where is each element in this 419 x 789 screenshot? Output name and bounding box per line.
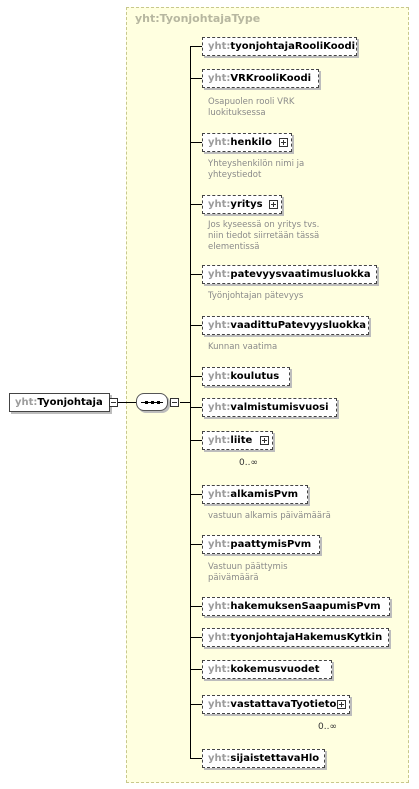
root-element-tyonjohtaja[interactable]: yht:Tyonjohtaja [9,393,110,412]
element-name: tyonjohtajaRooliKoodi [230,41,356,52]
element-tyonjohtajaRooliKoodi[interactable]: yht:tyonjohtajaRooliKoodi [202,37,357,56]
element-name: VRKrooliKoodi [230,73,312,84]
element-prefix: yht: [208,664,231,675]
element-VRKrooliKoodi[interactable]: yht:VRKrooliKoodi [202,69,319,88]
element-alkamisPvm[interactable]: yht:alkamisPvm [202,485,308,504]
element-description: Vastuun päättymis päivämäärä [208,562,288,583]
root-prefix: yht: [15,397,38,408]
element-prefix: yht: [208,632,231,643]
multiplicity-label: 0..∞ [318,722,337,732]
element-name: henkilo [230,137,272,148]
element-liite[interactable]: yht:liite [202,431,273,450]
element-description: Yhteyshenkilön nimi ja yhteystiedot [208,159,305,180]
sequence-dot [145,401,148,404]
element-name: yritys [230,199,263,210]
element-prefix: yht: [208,402,231,413]
element-prefix: yht: [208,435,231,446]
element-prefix: yht: [208,199,231,210]
element-prefix: yht: [208,41,231,52]
element-prefix: yht: [208,489,231,500]
sequence-dot [151,401,154,404]
element-name: alkamisPvm [230,489,299,500]
element-name: patevyysvaatimusluokka [230,269,371,280]
element-prefix: yht: [208,371,231,382]
element-prefix: yht: [208,137,231,148]
element-prefix: yht: [208,601,231,612]
element-prefix: yht: [208,73,231,84]
sequence-compositor-icon [136,393,168,411]
element-prefix: yht: [208,699,231,710]
element-prefix: yht: [208,320,231,331]
element-patevyysvaatimusluokka[interactable]: yht:patevyysvaatimusluokka [202,265,377,284]
element-name: kokemusvuodet [230,664,320,675]
element-valmistumisvuosi[interactable]: yht:valmistumisvuosi [202,398,337,417]
element-sijaistettavaHlo[interactable]: yht:sijaistettavaHlo [202,749,325,768]
element-yritys[interactable]: yht:yritys [202,195,282,214]
element-name: liite [230,435,253,446]
element-name: vastattavaTyotieto [230,699,337,710]
element-name: paattymisPvm [230,539,312,550]
root-name: Tyonjohtaja [37,397,103,408]
element-vaadittuPatevyysluokka[interactable]: yht:vaadittuPatevyysluokka [202,316,369,335]
type-title: yht:TyonjohtajaType [135,12,261,25]
element-description: Kunnan vaatima [208,342,278,352]
expand-icon[interactable] [279,138,288,147]
element-paattymisPvm[interactable]: yht:paattymisPvm [202,535,320,554]
expand-icon[interactable] [337,700,346,709]
element-prefix: yht: [208,753,231,764]
element-name: hakemuksenSaapumisPvm [230,601,381,612]
element-name: tyonjohtajaHakemusKytkin [230,632,383,643]
element-description: Osapuolen rooli VRK luokituksessa [208,97,295,118]
element-vastattavaTyotieto[interactable]: yht:vastattavaTyotieto [202,695,350,714]
element-henkilo[interactable]: yht:henkilo [202,133,292,152]
element-description: vastuun alkamis päivämäärä [208,511,331,521]
element-prefix: yht: [208,269,231,280]
expand-icon[interactable] [260,436,269,445]
element-name: vaadittuPatevyysluokka [230,320,367,331]
element-prefix: yht: [208,539,231,550]
element-kokemusvuodet[interactable]: yht:kokemusvuodet [202,660,332,679]
element-name: sijaistettavaHlo [230,753,320,764]
element-hakemuksenSaapumisPvm[interactable]: yht:hakemuksenSaapumisPvm [202,597,390,616]
element-name: valmistumisvuosi [230,402,329,413]
element-description: Jos kyseessä on yritys tvs. niin tiedot … [208,220,320,252]
element-name: koulutus [230,371,280,382]
element-tyonjohtajaHakemusKytkin[interactable]: yht:tyonjohtajaHakemusKytkin [202,628,389,647]
sequence-dot [157,401,160,404]
collapse-icon[interactable] [109,398,118,407]
element-description: Työnjohtajan pätevyys [208,291,304,301]
element-koulutus[interactable]: yht:koulutus [202,367,290,386]
collapse-icon[interactable] [170,398,179,407]
multiplicity-label: 0..∞ [239,458,258,468]
expand-icon[interactable] [269,200,278,209]
